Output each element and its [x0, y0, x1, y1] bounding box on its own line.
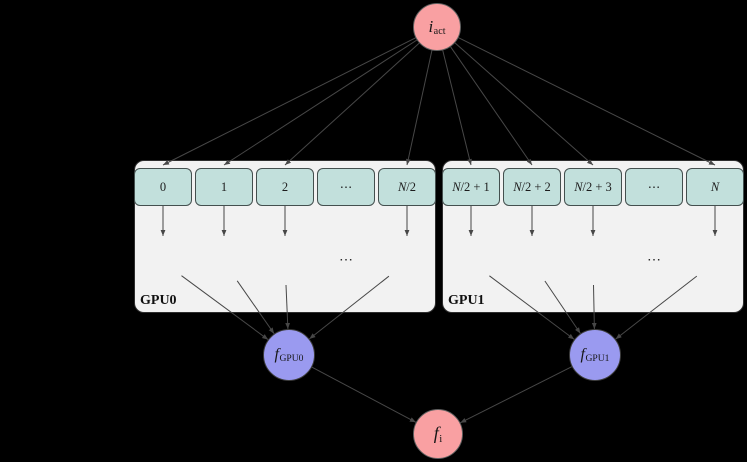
cell-label: ⋯	[339, 180, 353, 194]
gpu1-index-cell-2: N/2 + 3	[564, 168, 622, 206]
input-activation-node: iact	[413, 3, 461, 51]
cell-label: /2 + 3	[582, 179, 612, 194]
node-label: f	[433, 422, 439, 443]
node-sublabel: i	[439, 433, 443, 445]
cell-label: /2 + 1	[460, 179, 490, 194]
output-node: fi	[413, 409, 463, 459]
agg-sublabel: GPU0	[279, 353, 304, 365]
agg-sublabel: GPU1	[585, 353, 610, 365]
cell-label-var: N	[574, 179, 583, 194]
gpu0-aggregate-node: fGPU0	[263, 329, 315, 381]
node-sublabel: act	[433, 26, 446, 38]
cell-label-var: N	[710, 179, 720, 194]
cell-label: /2	[406, 179, 417, 194]
fan-arrows	[162, 37, 716, 166]
node-label: i	[428, 16, 434, 36]
gpu0-units-ellipsis: ⋯	[339, 253, 353, 268]
cell-label: 2	[281, 179, 289, 194]
cell-label-var: N	[513, 179, 522, 194]
agg-label: f	[580, 345, 585, 363]
cell-label-var: N	[452, 179, 461, 194]
cell-label-var: N	[397, 179, 407, 194]
gpu0-label: GPU0	[140, 293, 177, 308]
gpu1-units-ellipsis: ⋯	[647, 253, 661, 268]
cell-label: /2 + 2	[521, 179, 551, 194]
agg-label: f	[274, 345, 279, 363]
gpu0-index-cell-0: 0	[134, 168, 192, 206]
cell-label: ⋯	[647, 180, 661, 194]
gpu0-index-cell-2: 2	[256, 168, 314, 206]
gpu1-index-cell-dots: ⋯	[625, 168, 683, 206]
gpu1-label: GPU1	[448, 293, 485, 308]
cell-label: 1	[220, 179, 228, 194]
gpu0-index-cell-dots: ⋯	[317, 168, 375, 206]
gpu1-index-cell-last: N	[686, 168, 744, 206]
gpu0-index-cell-1: 1	[195, 168, 253, 206]
gpu1-index-cell-0: N/2 + 1	[442, 168, 500, 206]
gpu0-index-cell-last: N/2	[378, 168, 436, 206]
gpu1-index-cell-1: N/2 + 2	[503, 168, 561, 206]
gpu1-aggregate-node: fGPU1	[569, 329, 621, 381]
cell-label: 0	[159, 179, 167, 194]
